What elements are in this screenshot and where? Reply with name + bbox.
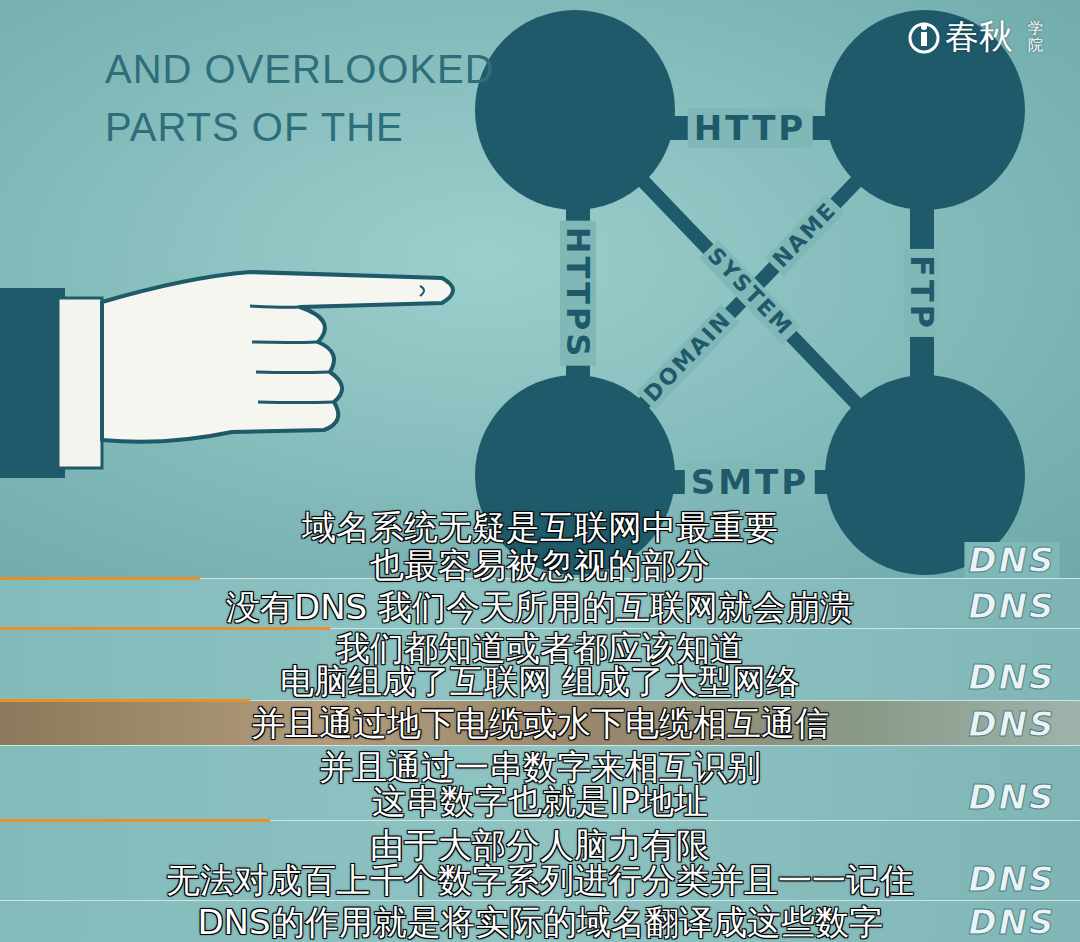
finger-crease	[420, 286, 424, 296]
watermark: 学院	[1028, 20, 1043, 53]
subtitle: 并且通过地下电缆或水下电缆相互通信	[0, 704, 1080, 742]
protocol-label: SMTP	[685, 462, 815, 502]
protocol-label: HTTP	[688, 108, 813, 148]
network-circle	[825, 10, 1025, 210]
progress-bar	[0, 819, 270, 822]
subtitle: DNS的作用就是将实际的域名翻译成这些数字	[0, 903, 1080, 941]
logo-watermark: DNS	[964, 542, 1059, 578]
logo-watermark: DNS	[968, 904, 1055, 940]
subtitle: 这串数字也就是IP地址	[0, 782, 1080, 820]
watermark-logo	[921, 32, 927, 46]
subtitle: 电脑组成了互联网 组成了大型网络	[0, 662, 1080, 700]
logo-watermark: DNS	[968, 861, 1055, 897]
progress-bar	[0, 627, 330, 630]
subtitle: 无法对成百上千个数字系列进行分类并且一一记住	[0, 861, 1080, 899]
subtitle: 并且通过一串数字来相互识别	[0, 748, 1080, 786]
subtitle: 没有DNS 我们今天所用的互联网就会崩溃	[0, 588, 1080, 626]
watermark: 春秋	[945, 16, 1013, 56]
protocol-label: HTTPS	[560, 221, 596, 366]
protocol-label: FTP	[904, 249, 940, 337]
pointing-hand	[102, 272, 453, 442]
sleeve	[0, 288, 65, 478]
shirt-cuff	[58, 298, 102, 468]
subtitle: 域名系统无疑是互联网中最重要	[0, 508, 1080, 546]
logo-watermark: DNS	[968, 779, 1055, 815]
logo-watermark: DNS	[968, 588, 1055, 624]
progress-bar	[0, 699, 250, 702]
subtitle: 由于大部分人脑力有限	[0, 826, 1080, 864]
logo-watermark: DNS	[968, 659, 1055, 695]
heading-text: AND OVERLOOKED PARTS OF THE	[105, 40, 515, 156]
finger-crease	[250, 306, 334, 403]
subtitle: 也最容易被忽视的部分	[0, 546, 1080, 584]
watermark-logo	[910, 24, 938, 52]
logo-watermark: DNS	[968, 706, 1055, 742]
network-circle	[475, 10, 675, 210]
progress-bar	[0, 577, 200, 580]
watermark-logo	[921, 24, 927, 30]
